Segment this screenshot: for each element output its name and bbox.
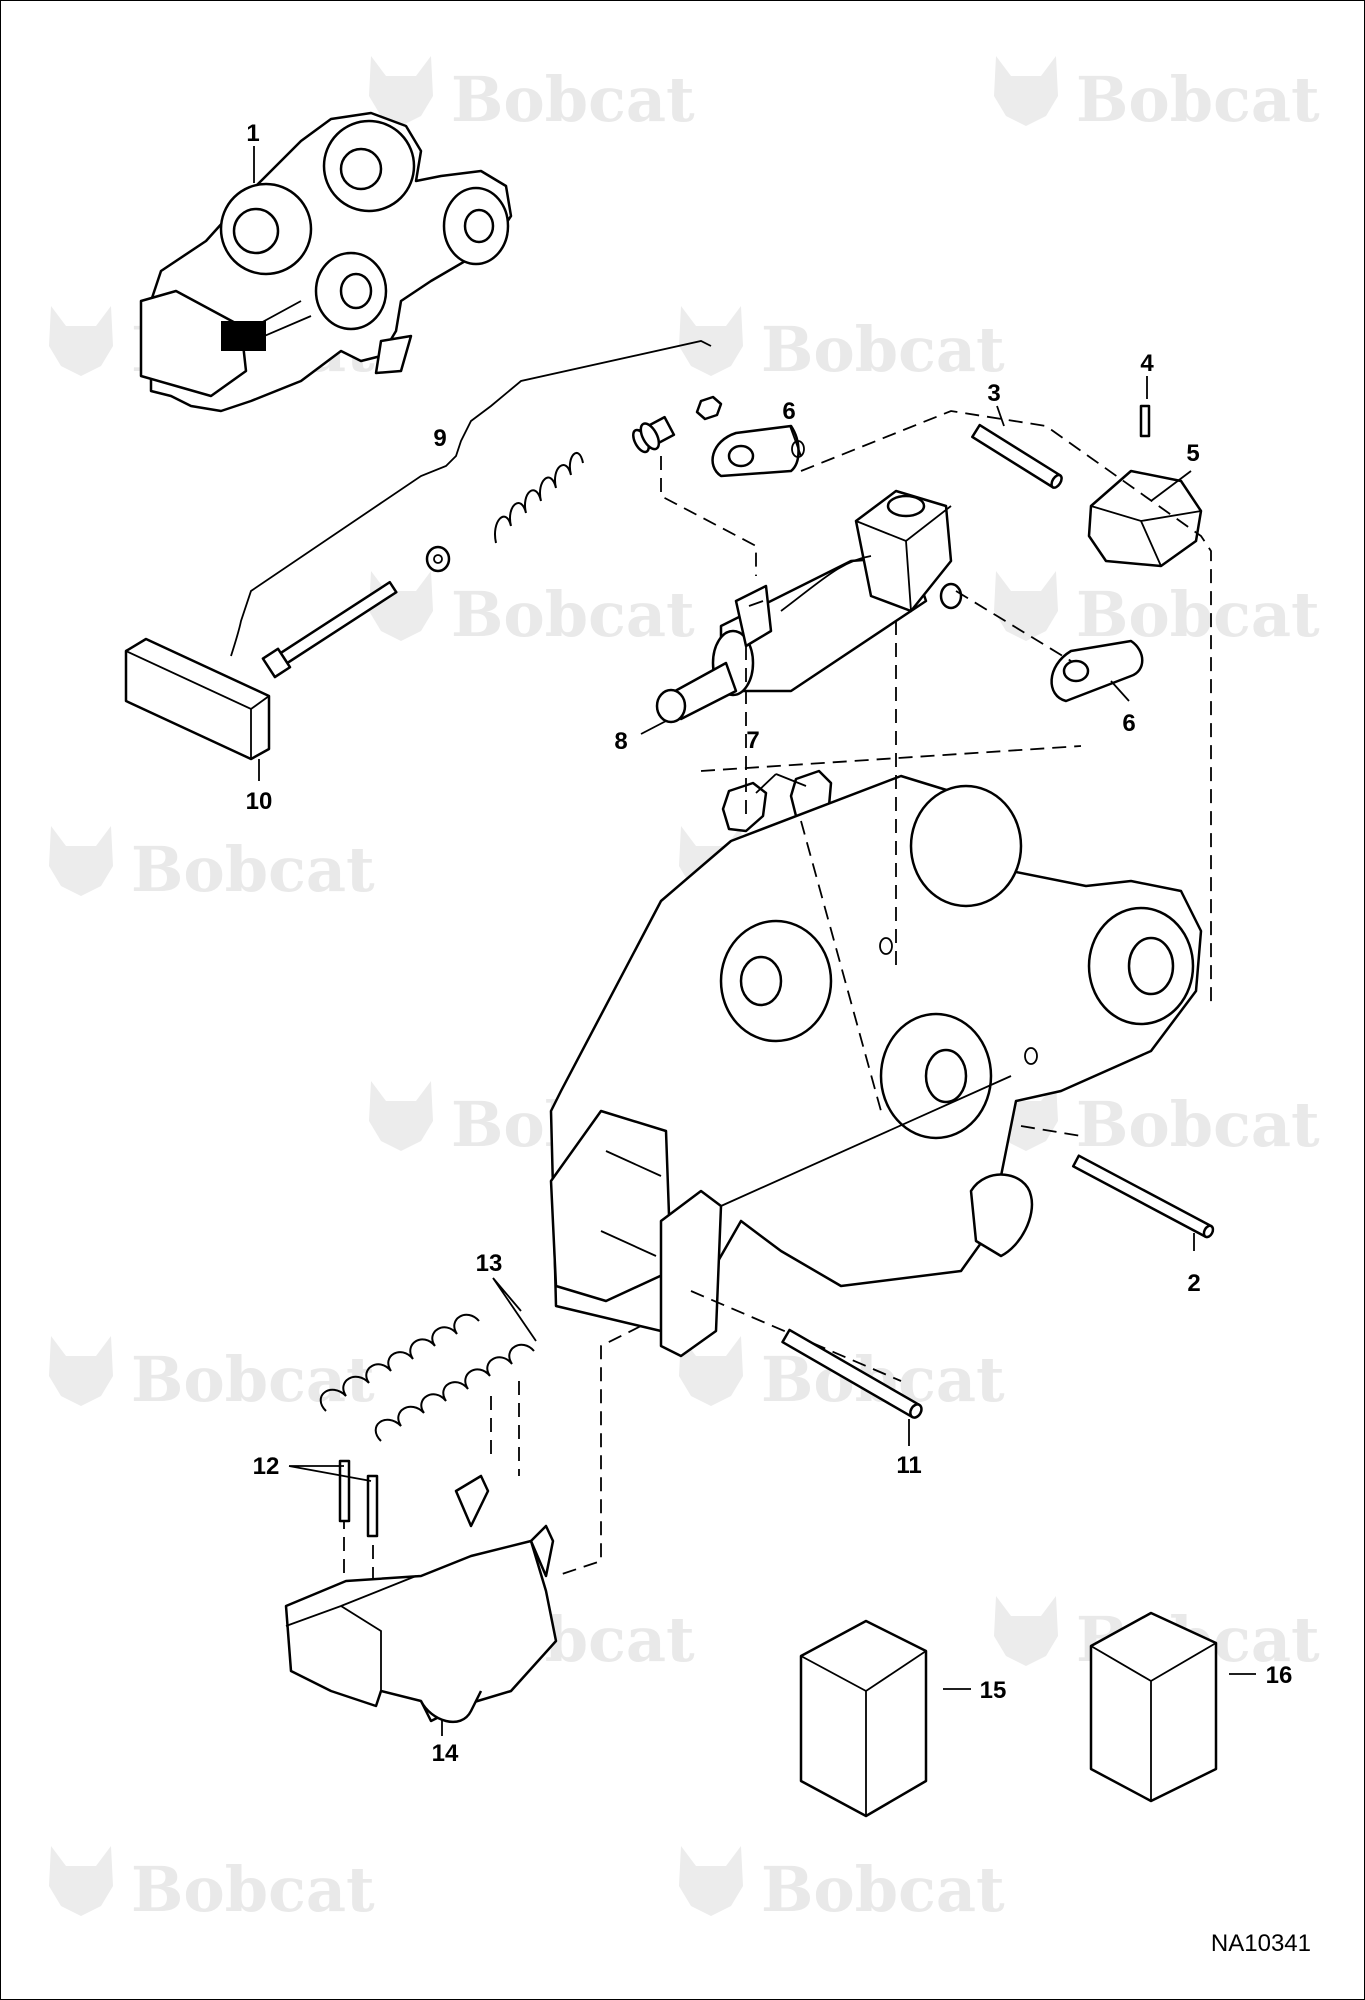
part-13-springs [319,1314,535,1442]
bobcat-watermark: Bobcat® [679,1846,1005,1926]
part-6-bracket-lower [1050,639,1144,703]
svg-text:®: ® [1296,109,1310,125]
callout-13: 13 [476,1250,503,1277]
callout-leaders [253,146,1256,1736]
callout-5: 5 [1186,440,1199,467]
svg-text:Bobcat: Bobcat [1076,1088,1320,1161]
svg-text:Bobcat: Bobcat [131,1343,375,1416]
svg-text:Bobcat: Bobcat [761,1343,1005,1416]
part-5-roll-pin [1139,404,1151,438]
part-1-assembled-coupler [139,111,513,413]
svg-text:®: ® [1296,624,1310,640]
callout-16: 16 [1266,1662,1293,1689]
part-10-pad [124,637,271,761]
bobcat-watermark: Bobcat® [369,571,695,651]
svg-text:Bobcat: Bobcat [451,578,695,651]
svg-text:Bobcat: Bobcat [761,313,1005,386]
callout-10: 10 [246,788,273,815]
part-8-hydraulic-cylinder [655,489,963,724]
part-2-long-pin [1071,1154,1215,1239]
callout-2: 2 [1187,1270,1200,1297]
callout-6-upper: 6 [782,398,795,425]
bobcat-watermark: Bobcat® [49,1336,375,1416]
svg-text:®: ® [981,359,995,375]
callout-11: 11 [896,1452,921,1479]
bobcat-watermark: Bobcat® [679,1336,1005,1416]
callout-3: 3 [987,380,1000,407]
part-14-latch [284,1474,558,1723]
part-3-pin [971,423,1063,489]
callout-1: 1 [246,120,259,147]
part-16-box [1089,1611,1218,1803]
drawing-id: NA10341 [1211,1930,1311,1957]
svg-text:Bobcat: Bobcat [131,1853,375,1926]
svg-text:®: ® [1296,1134,1310,1150]
svg-text:®: ® [981,1899,995,1915]
callout-4: 4 [1140,350,1154,377]
part-4-block [1087,469,1203,568]
bobcat-watermark: Bobcat® [994,56,1320,136]
svg-text:Bobcat: Bobcat [1076,578,1320,651]
callout-15: 15 [980,1677,1007,1704]
part-11-pin [781,1328,923,1419]
svg-text:®: ® [671,1649,685,1665]
bobcat-watermark: Bobcat® [369,56,695,136]
part-12-roll-pins [338,1459,379,1538]
callout-12: 12 [253,1453,280,1480]
spring-coil [494,451,584,544]
svg-text:®: ® [351,1899,365,1915]
bobcat-watermark: Bobcat® [49,826,375,906]
svg-text:Bobcat: Bobcat [451,63,695,136]
callout-7: 7 [746,727,759,754]
svg-text:®: ® [351,1389,365,1405]
svg-text:®: ® [981,1389,995,1405]
bobcat-watermark: Bobcat® [994,1081,1320,1161]
svg-text:Bobcat: Bobcat [1076,63,1320,136]
svg-text:Bobcat: Bobcat [761,1853,1005,1926]
svg-text:Bobcat: Bobcat [131,833,375,906]
bobcat-watermark: Bobcat® [49,1846,375,1926]
bobcat-watermark: Bobcat® [994,571,1320,651]
callout-8: 8 [614,728,627,755]
svg-text:®: ® [1296,1649,1310,1665]
callout-14: 14 [432,1740,459,1767]
bobcat-watermark: Bobcat® [679,306,1005,386]
svg-text:®: ® [671,109,685,125]
callout-6-lower: 6 [1122,710,1135,737]
callout-9: 9 [433,425,446,452]
svg-text:®: ® [671,624,685,640]
callout-labels: 1 2 3 4 5 6 6 7 8 9 10 11 12 13 14 15 16 [246,120,1293,1767]
part-15-box [799,1619,928,1818]
main-coupler-frame [549,774,1203,1358]
part-9-spring-kit [230,340,757,679]
svg-text:®: ® [351,359,365,375]
part-6-bracket-upper [711,424,805,478]
svg-text:®: ® [351,879,365,895]
assembly-lines [343,410,1212,1606]
